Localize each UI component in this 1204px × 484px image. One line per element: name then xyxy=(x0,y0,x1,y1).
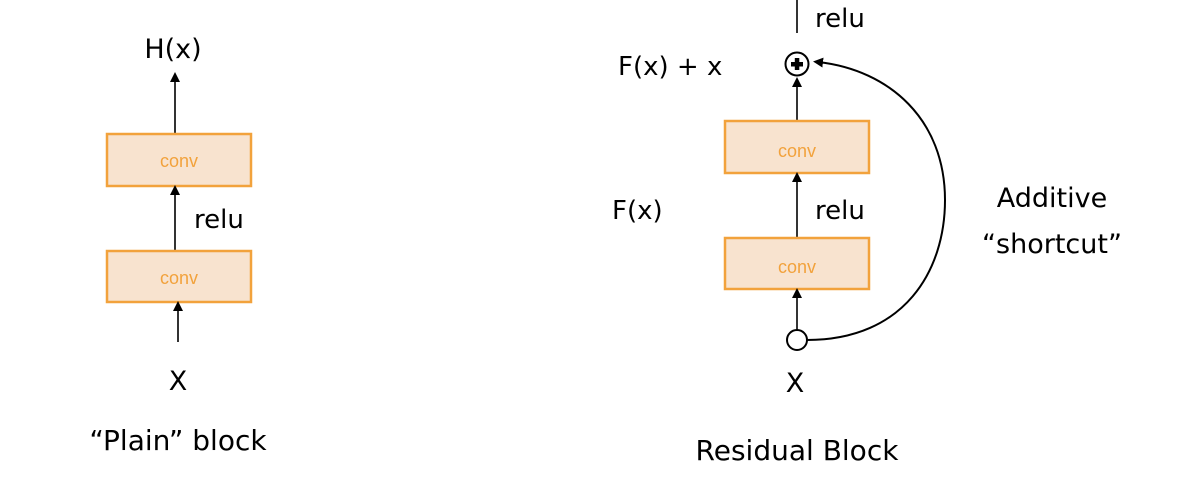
residual-top-conv-label: conv xyxy=(778,141,816,161)
residual-relu-label: relu xyxy=(815,196,865,226)
plain-caption: “Plain” block xyxy=(89,424,267,457)
residual-bottom-conv-box xyxy=(723,236,871,291)
plus-circle-icon xyxy=(784,51,810,77)
plain-block: H(x) conv relu conv X “Plain” block xyxy=(89,34,267,457)
residual-function-label: F(x) xyxy=(612,196,663,226)
residual-caption: Residual Block xyxy=(696,434,900,467)
shortcut-connection xyxy=(806,57,947,341)
residual-input-label: X xyxy=(786,368,805,399)
plain-input-label: X xyxy=(169,366,188,397)
shortcut-label-line1: Additive xyxy=(997,183,1107,214)
residual-block: relu F(x) + x conv F(x) relu conv X Addi… xyxy=(612,0,1122,467)
residual-top-relu-label: relu xyxy=(815,4,865,34)
plain-bottom-conv-label: conv xyxy=(160,268,198,288)
plain-top-conv-label: conv xyxy=(160,151,198,171)
residual-bottom-conv-label: conv xyxy=(778,257,816,277)
plain-relu-label: relu xyxy=(194,205,244,235)
circle-node-icon xyxy=(786,329,808,351)
shortcut-label-line2: “shortcut” xyxy=(982,229,1122,260)
plain-bottom-conv-box xyxy=(105,249,253,304)
residual-sum-label: F(x) + x xyxy=(618,52,722,82)
plain-output-label: H(x) xyxy=(144,34,201,65)
